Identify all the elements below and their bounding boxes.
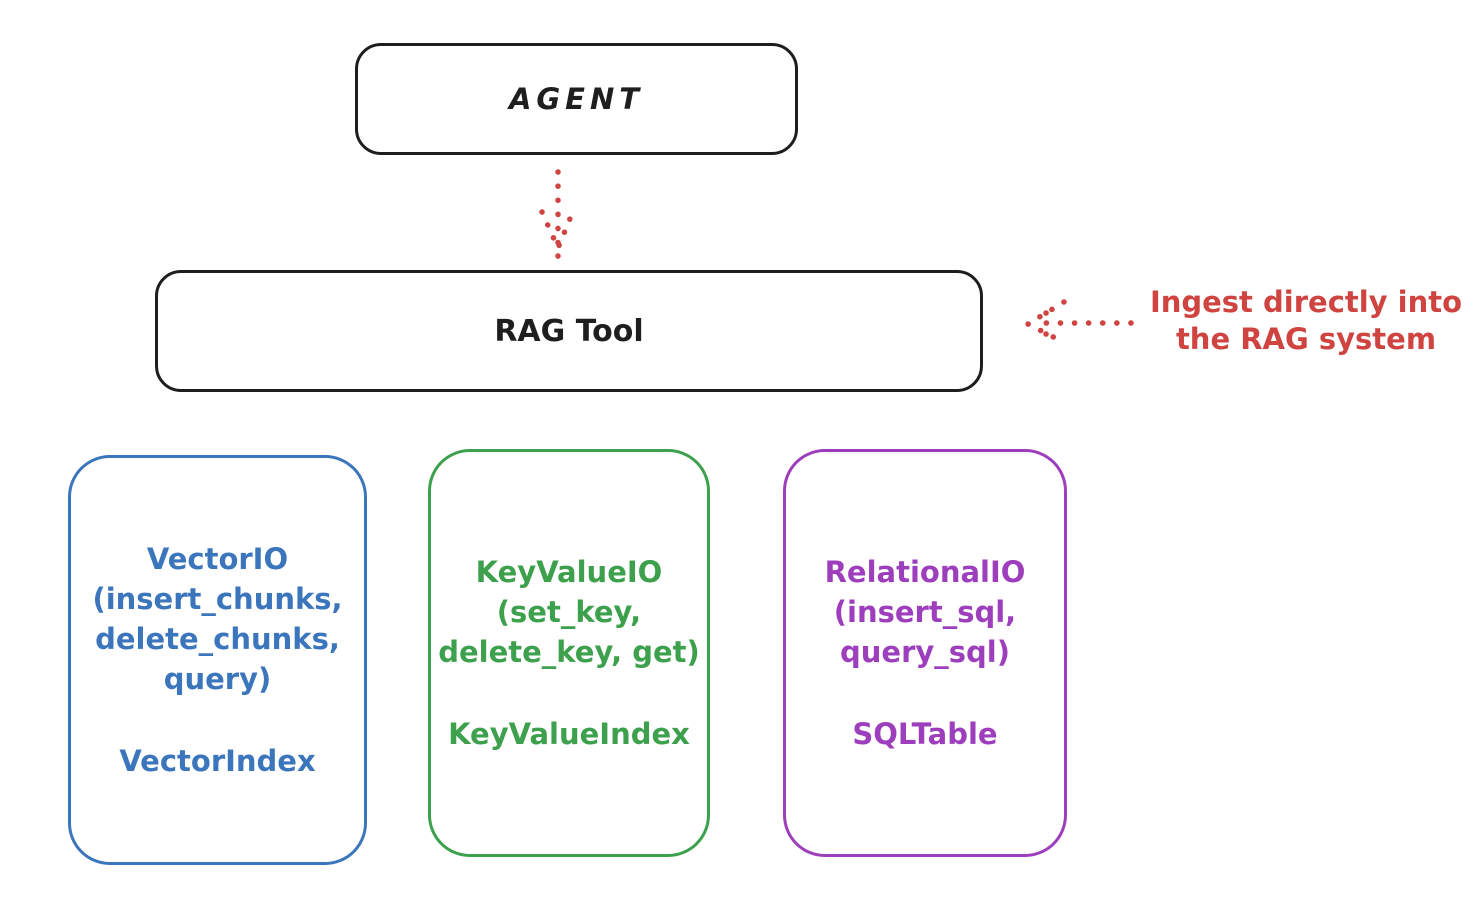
ingest-annotation-line: Ingest directly into	[1149, 285, 1463, 319]
key-value-io-method-line: (set_key,	[496, 595, 642, 629]
agent-label: AGENT	[508, 82, 645, 116]
vector-io-method-line: query)	[163, 662, 272, 696]
key-value-io-methods: KeyValueIO (set_key, delete_key, get)	[438, 552, 700, 672]
rag-tool-node: RAG Tool	[155, 270, 983, 392]
relational-io-node: RelationalIO (insert_sql, query_sql) SQLTa…	[783, 449, 1067, 857]
relational-io-method-line: RelationalIO	[824, 555, 1026, 589]
rag-tool-label: RAG Tool	[494, 313, 644, 349]
vector-index-label: VectorIndex	[119, 744, 316, 778]
vector-io-node: VectorIO (insert_chunks, delete_chunks,que…	[68, 455, 367, 865]
vector-io-method-line: VectorIO	[146, 542, 289, 576]
vector-io-method-line: delete_chunks,	[95, 622, 340, 656]
relational-io-method-line: query_sql)	[840, 635, 1010, 669]
relational-io-method-line: (insert_sql,	[833, 595, 1017, 629]
key-value-index-label: KeyValueIndex	[448, 717, 690, 751]
key-value-io-node: KeyValueIO (set_key, delete_key, get) KeyV…	[428, 449, 710, 857]
relational-io-methods: RelationalIO (insert_sql, query_sql)	[825, 552, 1026, 672]
arrow-ingest-into-rag-tool-icon	[1025, 299, 1134, 346]
vector-io-method-line: (insert_chunks,	[92, 582, 343, 616]
sql-table-label: SQLTable	[852, 717, 998, 751]
key-value-io-method-line: delete_key, get)	[438, 635, 700, 669]
ingest-annotation-line: the RAG system	[1175, 322, 1437, 356]
arrow-agent-to-rag-tool-icon	[539, 169, 577, 259]
key-value-io-method-line: KeyValueIO	[475, 555, 663, 589]
agent-node: AGENT	[355, 43, 798, 155]
vector-io-methods: VectorIO (insert_chunks, delete_chunks,que…	[92, 539, 342, 699]
